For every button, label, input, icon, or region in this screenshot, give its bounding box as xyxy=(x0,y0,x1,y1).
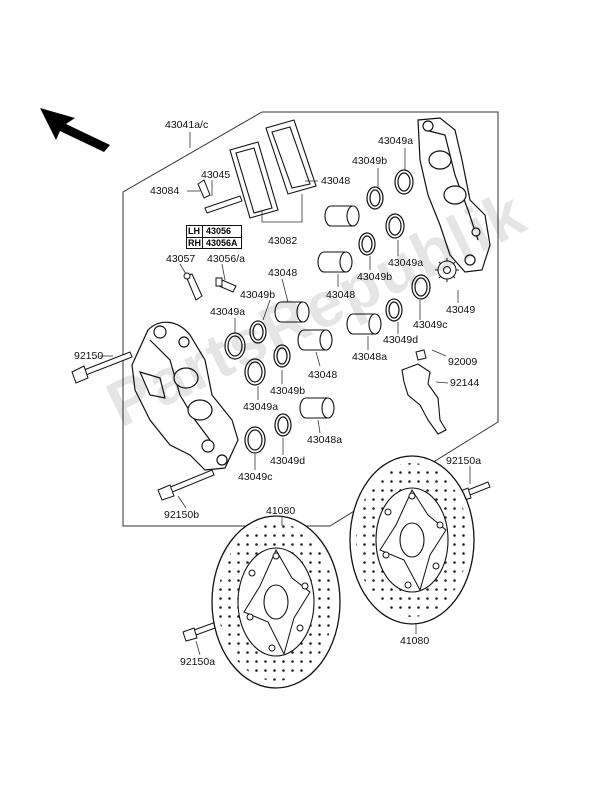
part-label-92150a: 92150a xyxy=(180,656,216,668)
caliper-bracket xyxy=(401,363,447,435)
part-label-43049a: 43049a xyxy=(388,257,424,269)
gear-icon xyxy=(435,258,459,282)
rh-key: RH xyxy=(188,238,203,249)
lh-part: 43056 xyxy=(206,226,232,236)
part-label-92150a: 92150a xyxy=(446,455,482,467)
side-variant-table: LH 43056 RH 43056A xyxy=(186,225,242,249)
part-label-43082: 43082 xyxy=(268,235,298,247)
pad-bracket-lines xyxy=(261,194,303,223)
part-label-43049a: 43049a xyxy=(210,306,246,318)
part-label-43049c: 43049c xyxy=(413,319,448,331)
part-label-43048a: 43048a xyxy=(352,351,388,363)
brake-disc-left xyxy=(211,515,341,689)
part-label-43045: 43045 xyxy=(201,169,231,181)
leader-lines xyxy=(100,132,471,656)
bracket-nut xyxy=(415,349,427,361)
part-label-43048a: 43048a xyxy=(307,434,343,446)
part-label-43041: 43041a/c xyxy=(165,119,209,131)
part-label-43049b: 43049b xyxy=(270,385,306,397)
direction-arrow-icon xyxy=(40,108,110,152)
pad-spring xyxy=(183,272,203,301)
part-label-43049d: 43049d xyxy=(383,334,419,346)
part-label-43048: 43048 xyxy=(326,289,356,301)
pad-pin xyxy=(197,179,243,214)
pistons xyxy=(274,205,382,419)
right-caliper-body xyxy=(417,117,491,273)
mounting-bolt xyxy=(157,469,215,501)
bleeder-valve xyxy=(215,277,237,293)
lh-key: LH xyxy=(187,226,203,237)
part-label-43049a: 43049a xyxy=(378,135,414,147)
part-label-41080: 41080 xyxy=(266,505,296,517)
brake-pad-right xyxy=(265,119,317,195)
part-label-92009: 92009 xyxy=(448,356,478,368)
part-label-43049b: 43049b xyxy=(352,155,388,167)
part-label-43049d: 43049d xyxy=(270,455,306,467)
brake-pad-left xyxy=(229,141,279,219)
part-label-92150: 92150 xyxy=(74,350,104,362)
assembly-boundary xyxy=(122,111,499,527)
rh-row: RH 43056A xyxy=(187,237,241,249)
brake-disc-right xyxy=(349,455,475,625)
lh-row: LH 43056 xyxy=(187,226,241,237)
rh-part: 43056A xyxy=(206,238,238,248)
part-label-43049a: 43049a xyxy=(243,401,279,413)
part-label-43057: 43057 xyxy=(166,253,196,265)
disc-bolt xyxy=(182,621,219,642)
part-label-43084: 43084 xyxy=(150,185,180,197)
part-label-43049b: 43049b xyxy=(357,271,393,283)
part-label-43048: 43048 xyxy=(268,267,298,279)
part-label-92150b: 92150b xyxy=(164,509,200,521)
part-label-43056a: 43056/a xyxy=(207,253,245,265)
mounting-bolt xyxy=(71,351,133,384)
part-label-43049b: 43049b xyxy=(240,289,276,301)
left-caliper-body xyxy=(131,321,239,471)
part-label-43049c: 43049c xyxy=(238,471,273,483)
part-label-43048: 43048 xyxy=(321,175,351,187)
part-label-92144: 92144 xyxy=(450,377,480,389)
part-label-43048: 43048 xyxy=(308,369,338,381)
part-label-41080: 41080 xyxy=(400,635,430,647)
part-label-43049: 43049 xyxy=(446,304,476,316)
